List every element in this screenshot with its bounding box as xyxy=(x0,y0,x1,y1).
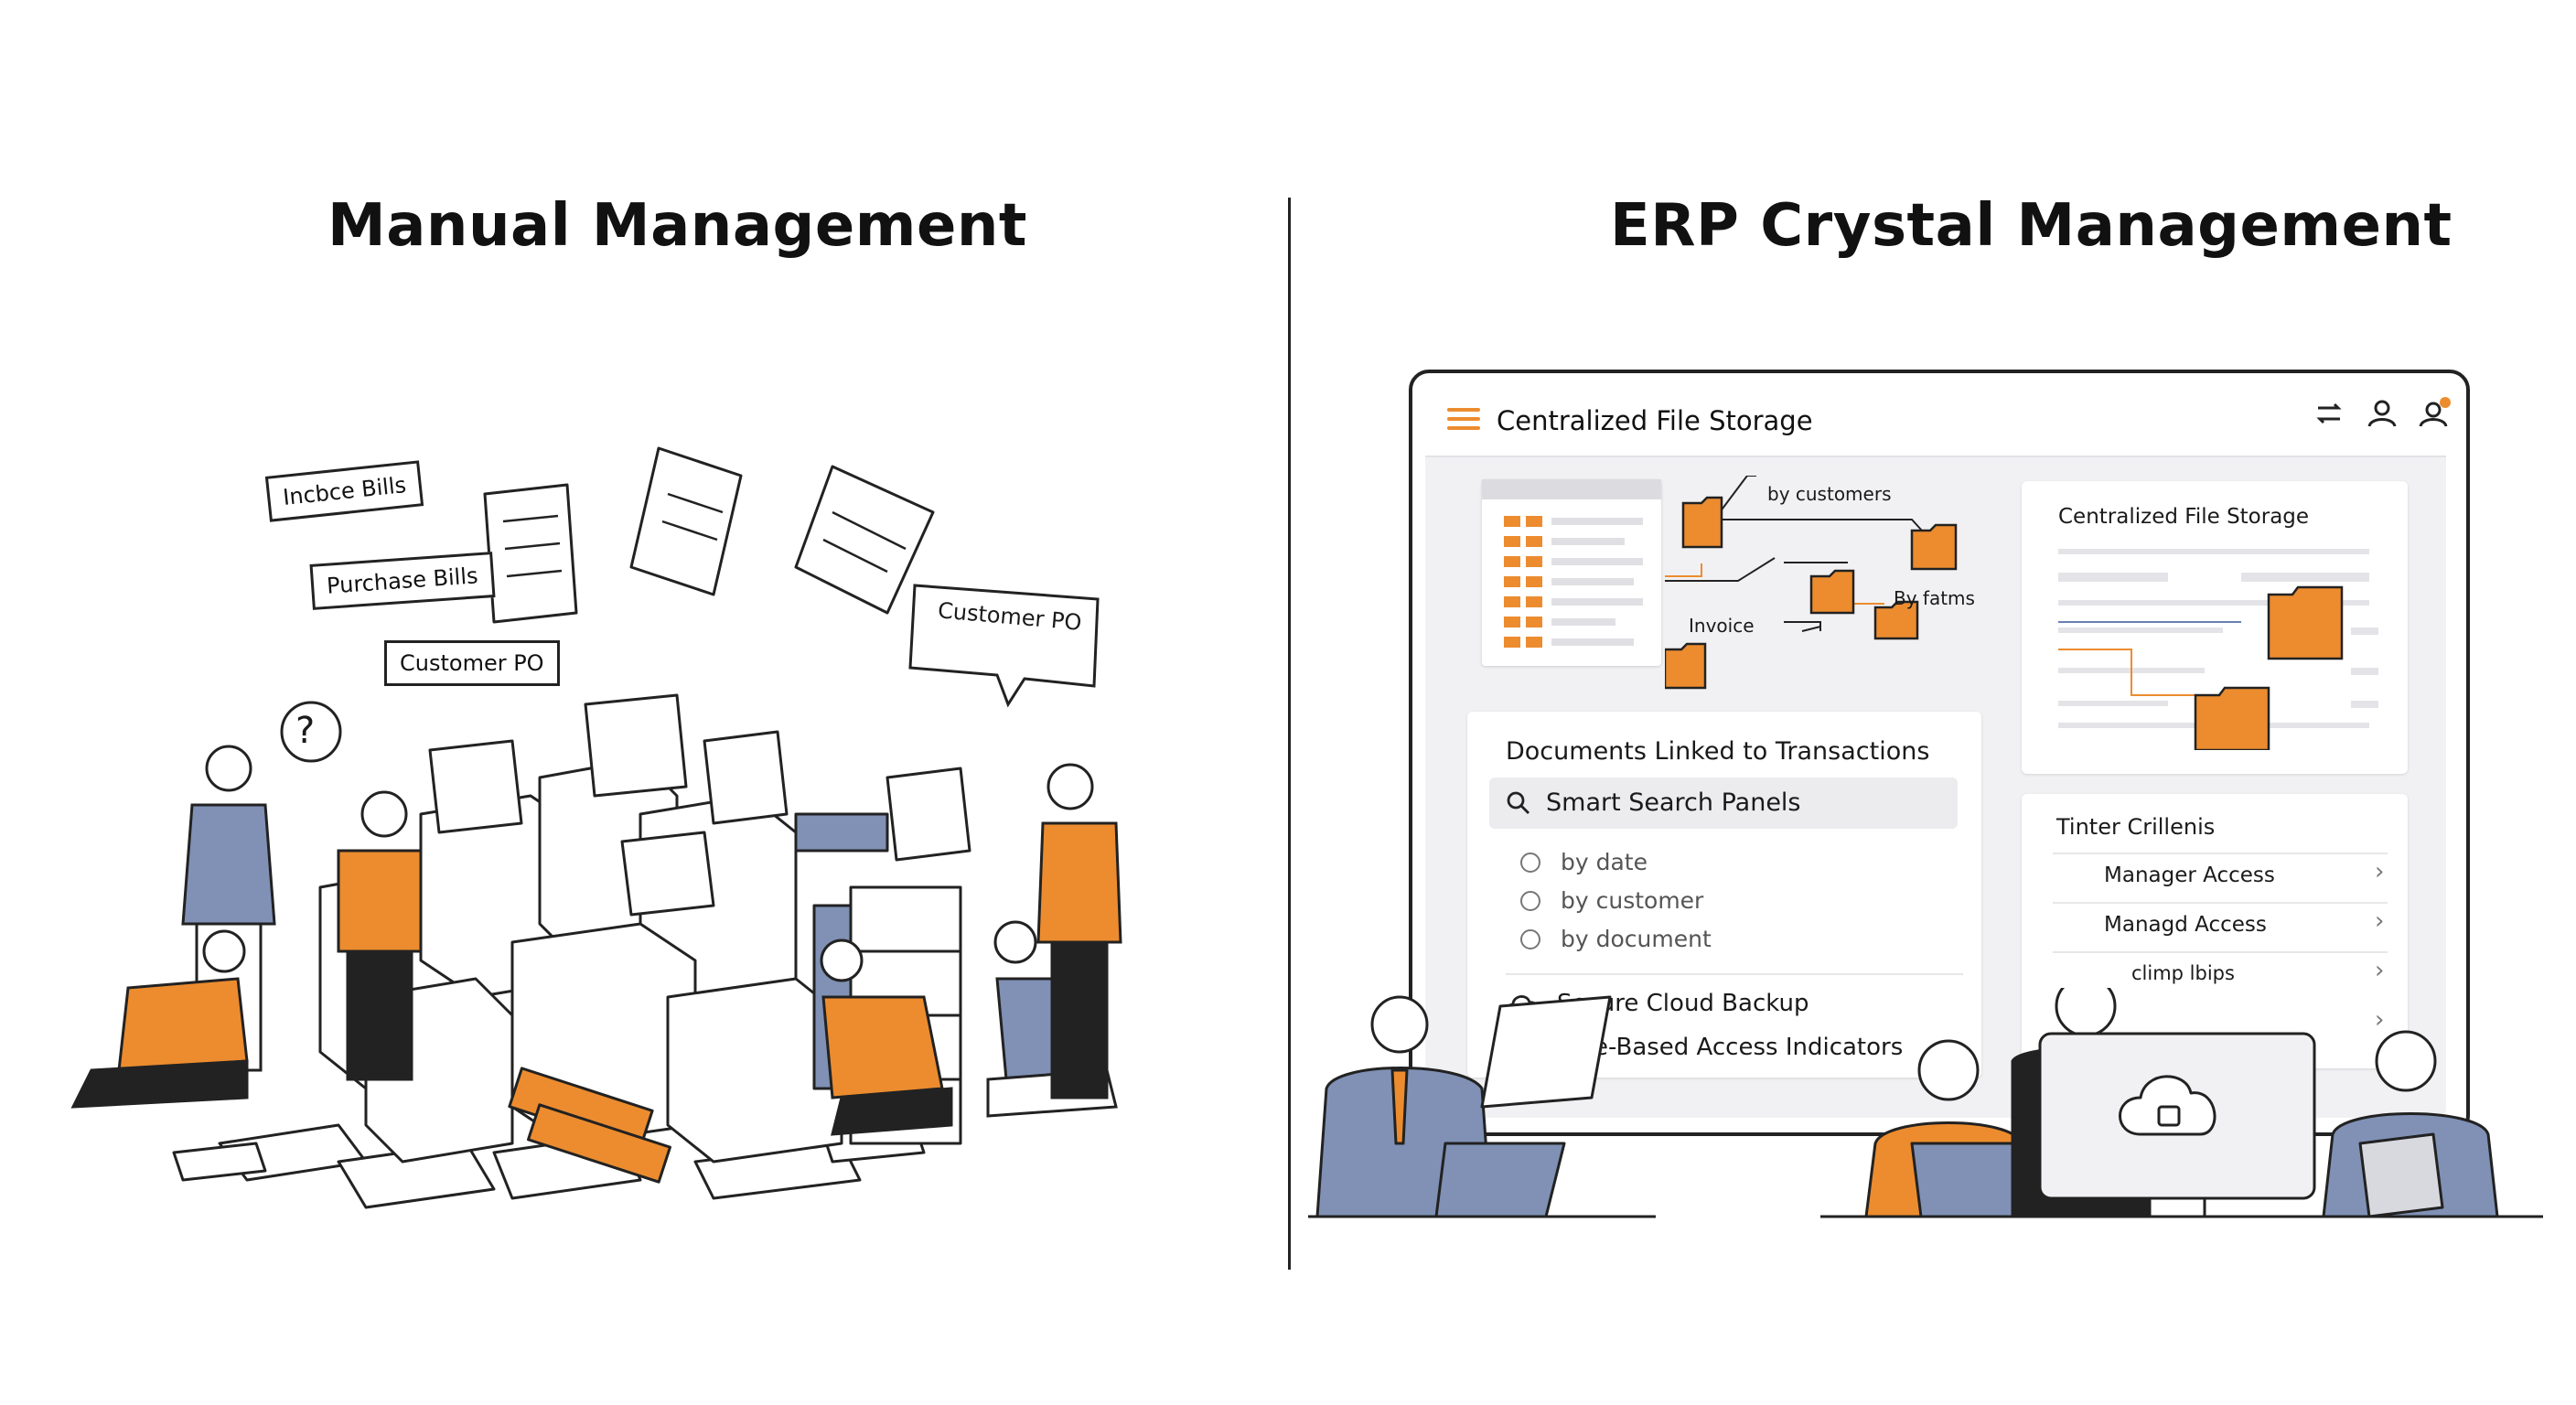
menu-icon[interactable] xyxy=(1447,402,1480,434)
chevron-right-icon: › xyxy=(2375,907,2385,935)
criteria-divider-3 xyxy=(2053,951,2388,953)
manual-management-heading: Manual Management xyxy=(327,192,1027,260)
documents-panel-title: Documents Linked to Transactions xyxy=(1506,737,1930,766)
invoice-label: Invoice xyxy=(1689,615,1755,637)
filter-option-customer: by customer xyxy=(1561,887,1704,914)
customer-po-label: Customer PO xyxy=(384,640,560,686)
filter-radio-date[interactable] xyxy=(1520,853,1540,873)
notification-user-icon[interactable] xyxy=(2417,395,2453,432)
search-icon xyxy=(1507,791,1530,814)
chevron-right-icon: › xyxy=(2375,858,2385,885)
storage-panel-title: Centralized File Storage xyxy=(2058,505,2310,529)
sync-icon[interactable] xyxy=(2311,395,2347,432)
paper-pile-illustration xyxy=(70,446,1122,1209)
by-formats-label: By fatms xyxy=(1894,587,1975,609)
storage-panel-rows xyxy=(2058,549,2378,750)
role-based-access-label: Role-Based Access Indicators xyxy=(1557,1034,1904,1061)
chevron-right-icon: › xyxy=(2375,957,2385,984)
criteria-divider-1 xyxy=(2053,853,2388,854)
app-topbar xyxy=(1425,386,2446,457)
file-list-rows xyxy=(1482,479,1661,648)
criteria-panel-title: Tinter Crillenis xyxy=(2056,814,2216,840)
smart-search-label: Smart Search Panels xyxy=(1546,788,1801,817)
user-icon[interactable] xyxy=(2364,395,2400,432)
app-title: Centralized File Storage xyxy=(1497,405,1813,436)
criteria-row-1[interactable]: Manager Access xyxy=(2104,863,2275,887)
by-customers-label: by customers xyxy=(1767,483,1892,505)
docs-divider xyxy=(1506,973,1963,975)
filter-radio-customer[interactable] xyxy=(1520,891,1540,911)
criteria-divider-2 xyxy=(2053,902,2388,904)
folder-hierarchy-diagram xyxy=(1665,476,1958,690)
filter-option-document: by document xyxy=(1561,926,1712,952)
smart-search-bar[interactable] xyxy=(1489,778,1958,829)
filter-option-date: by date xyxy=(1561,849,1648,875)
criteria-row-3[interactable]: climp lbips xyxy=(2131,962,2235,984)
filter-radio-document[interactable] xyxy=(1520,929,1540,949)
erp-team-illustration xyxy=(1308,988,2543,1218)
chevron-right-icon: › xyxy=(2375,1006,2385,1034)
center-divider xyxy=(1288,198,1291,1270)
manual-chaos-illustration: Incbce Bills Purchase Bills Customer PO … xyxy=(37,430,1217,1217)
erp-management-heading: ERP Crystal Management xyxy=(1610,192,2453,260)
file-list-panel xyxy=(1482,479,1661,666)
question-mark: ? xyxy=(295,710,316,752)
criteria-row-2[interactable]: Managd Access xyxy=(2104,913,2267,937)
